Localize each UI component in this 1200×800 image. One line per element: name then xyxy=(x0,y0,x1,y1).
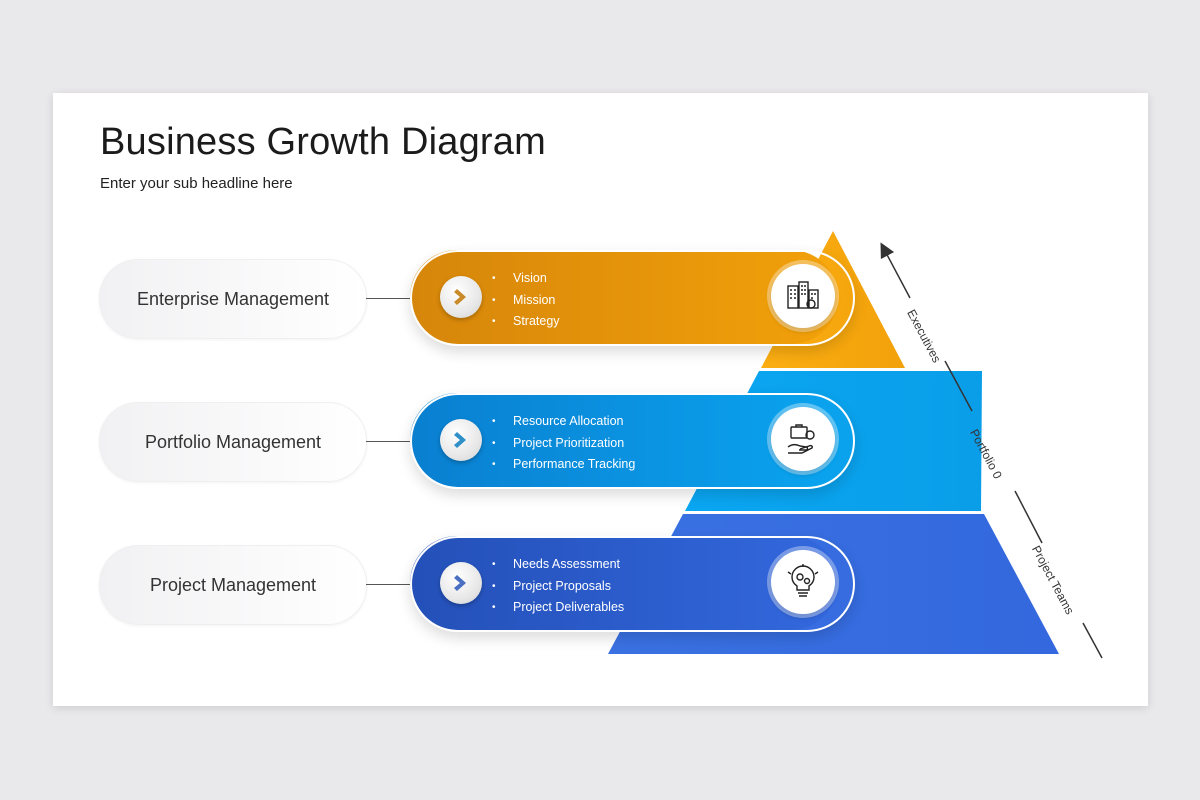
bullet-list: Resource Allocation Project Prioritizati… xyxy=(492,411,635,476)
connector-line xyxy=(366,584,412,585)
axis-segment-1 xyxy=(1082,622,1103,659)
chevron-right-icon xyxy=(440,276,482,318)
bar-outline xyxy=(410,536,855,632)
bar-outline xyxy=(410,393,855,489)
list-item: Needs Assessment xyxy=(492,554,624,576)
chevron-right-icon xyxy=(440,562,482,604)
axis-segment-2 xyxy=(1014,490,1043,544)
level-bar-portfolio: Resource Allocation Project Prioritizati… xyxy=(410,393,855,489)
page-subtitle: Enter your sub headline here xyxy=(100,175,293,192)
axis-segment-4 xyxy=(880,242,911,299)
level-bar-project: Needs Assessment Project Proposals Proje… xyxy=(410,536,855,632)
bullet-list: Vision Mission Strategy xyxy=(492,268,560,333)
list-item: Project Deliverables xyxy=(492,597,624,619)
slide: Business Growth Diagram Enter your sub h… xyxy=(53,93,1148,706)
list-item: Performance Tracking xyxy=(492,454,635,476)
list-item: Resource Allocation xyxy=(492,411,635,433)
connector-line xyxy=(366,298,412,299)
list-item: Vision xyxy=(492,268,560,290)
level-label-enterprise: Enterprise Management xyxy=(99,259,367,339)
list-item: Project Prioritization xyxy=(492,433,635,455)
list-item: Strategy xyxy=(492,311,560,333)
level-bar-enterprise: Vision Mission Strategy xyxy=(410,250,855,346)
chevron-right-icon xyxy=(440,419,482,461)
bullet-list: Needs Assessment Project Proposals Proje… xyxy=(492,554,624,619)
list-item: Project Proposals xyxy=(492,576,624,598)
level-label-project: Project Management xyxy=(99,545,367,625)
level-label-portfolio: Portfolio Management xyxy=(99,402,367,482)
briefcase-hand-gear-icon xyxy=(771,407,835,471)
buildings-gear-icon xyxy=(771,264,835,328)
page-title: Business Growth Diagram xyxy=(100,121,546,163)
axis-segment-3 xyxy=(944,360,973,412)
list-item: Mission xyxy=(492,290,560,312)
connector-line xyxy=(366,441,412,442)
lightbulb-gears-icon xyxy=(771,550,835,614)
bar-outline xyxy=(410,250,855,346)
